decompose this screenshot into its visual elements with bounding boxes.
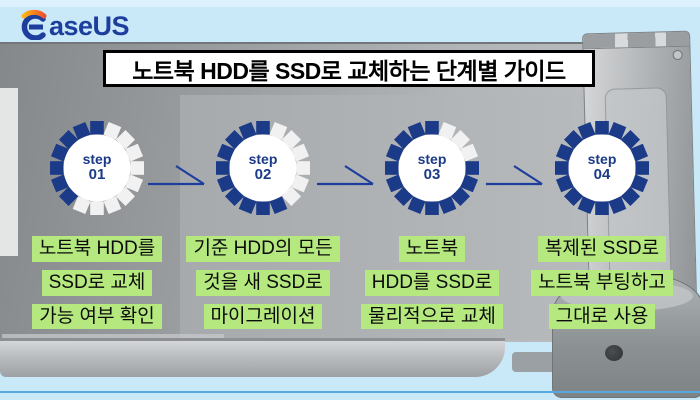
title-banner: 노트북 HDD를 SSD로 교체하는 단계별 가이드 [103,50,595,87]
step-3-line-3: 물리적으로 교체 [361,303,503,330]
step-3-line-1: 노트북 [398,236,466,262]
step-3-line-2: HDD를 SSD로 [364,269,500,296]
step-number: 04 [593,166,611,184]
step-4-line-2: 노트북 부팅하고 [531,269,673,296]
step-label: step [417,151,447,168]
step-4-line-1: 복제된 SSD로 [537,236,667,262]
step-1-badge-center: step 01 [47,118,147,218]
step-3-badge: step 03 [382,118,482,218]
step-2-description: 기준 HDD의 모든 것을 새 SSD로 마이그레이션 [178,236,348,330]
step-label: step [587,151,617,168]
bottom-divider-line [0,391,700,393]
step-1-line-1: 노트북 HDD를 [31,236,163,262]
easeus-logo: aseUS [18,8,130,45]
easeus-logo-text: aseUS [49,11,130,41]
step-2-line-1: 기준 HDD의 모든 [186,236,340,262]
step-4-badge-center: step 04 [552,118,652,218]
page-title: 노트북 HDD를 SSD로 교체하는 단계별 가이드 [132,57,566,84]
laptop-screen-highlight [0,88,18,256]
step-1-line-3: 가능 여부 확인 [32,303,162,330]
step-number: 01 [88,166,106,184]
step-1-description: 노트북 HDD를 SSD로 교체 가능 여부 확인 [12,236,182,330]
ssd-bracket [583,31,690,50]
step-label: step [248,151,278,168]
step-4-badge: step 04 [552,118,652,218]
arrow-right-icon [316,160,376,188]
step-2-badge: step 02 [213,118,313,218]
ssd-dock-button [605,345,623,361]
step-4-description: 복제된 SSD로 노트북 부팅하고 그대로 사용 [517,236,687,330]
laptop-base-image [0,338,505,377]
step-label: step [82,151,112,168]
step-1-badge: step 01 [47,118,147,218]
easeus-logo-e-icon [18,8,48,45]
step-2-badge-center: step 02 [213,118,313,218]
step-2-line-2: 것을 새 SSD로 [196,269,330,296]
step-number: 02 [254,166,272,184]
step-1-line-2: SSD로 교체 [41,269,153,296]
step-3-description: 노트북 HDD를 SSD로 물리적으로 교체 [347,236,517,330]
step-4-line-3: 그대로 사용 [548,303,656,330]
arrow-right-icon [147,160,207,188]
step-3-badge-center: step 03 [382,118,482,218]
ssd-screw [672,49,683,61]
step-number: 03 [423,166,441,184]
step-2-line-3: 마이그레이션 [203,303,323,330]
arrow-right-icon [485,160,545,188]
background-top-strip [0,0,700,7]
